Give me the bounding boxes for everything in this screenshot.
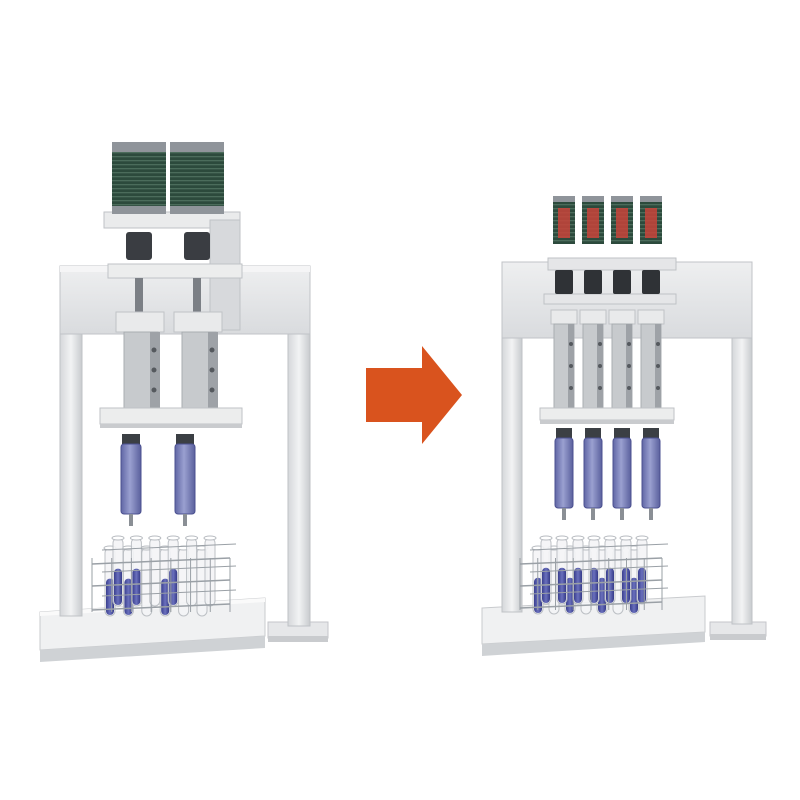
test-tube bbox=[587, 535, 601, 605]
motor-mount-plate bbox=[547, 257, 677, 271]
test-tube bbox=[603, 535, 617, 605]
carriage bbox=[115, 311, 165, 333]
test-tube bbox=[148, 535, 162, 607]
lead-screw bbox=[193, 278, 201, 318]
carriage bbox=[173, 311, 223, 333]
before-dispenser bbox=[39, 142, 329, 662]
coupler bbox=[126, 232, 152, 260]
test-tube bbox=[571, 535, 585, 605]
linear-rail bbox=[123, 331, 160, 411]
carriage bbox=[608, 309, 636, 325]
stepper-motor bbox=[611, 196, 633, 244]
carriage bbox=[550, 309, 578, 325]
rack-frame bbox=[519, 543, 669, 610]
linear-rail bbox=[611, 323, 633, 409]
carriage bbox=[579, 309, 607, 325]
stepper-motor bbox=[640, 196, 662, 244]
coupler bbox=[555, 270, 573, 294]
rack-frame bbox=[91, 543, 237, 612]
test-tube bbox=[635, 535, 649, 605]
linear-rail bbox=[640, 323, 662, 409]
stepper-motor bbox=[112, 142, 166, 214]
syringe bbox=[641, 428, 661, 520]
arrow-right-icon bbox=[366, 346, 462, 444]
linear-rail bbox=[553, 323, 575, 409]
syringe bbox=[120, 434, 142, 526]
test-tube bbox=[129, 535, 143, 607]
linear-rail bbox=[582, 323, 604, 409]
stepper-motor bbox=[553, 196, 575, 244]
coupler bbox=[613, 270, 631, 294]
lead-screw bbox=[135, 278, 143, 318]
syringe bbox=[554, 428, 574, 520]
syringe bbox=[583, 428, 603, 520]
stepper-motor bbox=[170, 142, 224, 214]
syringe bbox=[174, 434, 196, 526]
test-tube-rack bbox=[91, 535, 237, 617]
linear-rail bbox=[181, 331, 218, 411]
syringe-holder-plate bbox=[539, 407, 675, 421]
after-dispenser bbox=[481, 196, 767, 656]
syringe bbox=[612, 428, 632, 520]
pump-module bbox=[637, 196, 665, 520]
mid-plate bbox=[543, 293, 677, 305]
coupler bbox=[642, 270, 660, 294]
coupler bbox=[184, 232, 210, 260]
syringe-holder-plate bbox=[99, 407, 243, 425]
mid-plate bbox=[107, 263, 243, 279]
carriage bbox=[637, 309, 665, 325]
test-tube bbox=[111, 535, 125, 607]
support-foot bbox=[709, 621, 767, 640]
pump-module bbox=[608, 196, 636, 520]
test-tube-rack bbox=[519, 535, 669, 615]
stepper-motor bbox=[582, 196, 604, 244]
coupler bbox=[584, 270, 602, 294]
pump-module bbox=[550, 196, 578, 520]
pump-module bbox=[579, 196, 607, 520]
